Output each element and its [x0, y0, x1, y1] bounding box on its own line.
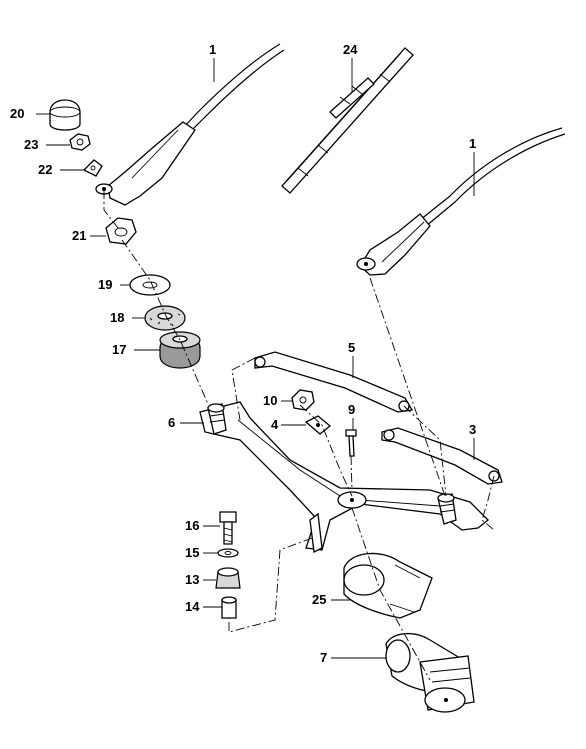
callout-1-left-arm: 1	[209, 42, 216, 57]
callout-16-bolt: 16	[185, 518, 199, 533]
bolt-16	[219, 511, 237, 545]
bushing-14	[221, 596, 237, 619]
callout-labels: 1 24 20 23 22 1 21 19 18 17 5 10 9 6 4 3…	[10, 42, 476, 665]
callout-5-rod: 5	[348, 340, 355, 355]
linkage-rod-3	[381, 427, 503, 485]
cap-20	[49, 99, 81, 131]
callout-25-cover: 25	[312, 592, 326, 607]
callout-23-nut: 23	[24, 137, 38, 152]
clip-4	[304, 415, 332, 435]
nut-10	[291, 389, 315, 411]
motor-cover-25	[343, 552, 433, 619]
callout-13-nut: 13	[185, 572, 199, 587]
wiper-motor-7	[385, 633, 475, 713]
washer-22	[82, 159, 103, 177]
callout-10-nut: 10	[263, 393, 277, 408]
screw-9	[345, 429, 357, 457]
callout-22-washer: 22	[38, 162, 52, 177]
callout-6-frame: 6	[168, 415, 175, 430]
callout-19-washer: 19	[98, 277, 112, 292]
nut-13	[215, 567, 241, 589]
callout-4-clip: 4	[271, 417, 279, 432]
nut-21	[105, 217, 137, 245]
callout-18-seal: 18	[110, 310, 124, 325]
callout-20-cap: 20	[10, 106, 24, 121]
callout-1-right-arm: 1	[469, 136, 476, 151]
grommet-17	[159, 331, 201, 369]
callout-21-nut: 21	[72, 228, 86, 243]
wiper-blade	[281, 47, 414, 194]
callout-14-bushing: 14	[185, 599, 200, 614]
callout-15-washer: 15	[185, 545, 199, 560]
callout-3-rod: 3	[469, 422, 476, 437]
callout-24-blade: 24	[343, 42, 358, 57]
washer-19	[129, 274, 171, 296]
assembly-center-lines	[103, 190, 495, 681]
wiper-frame	[199, 401, 489, 553]
callout-17-grommet: 17	[112, 342, 126, 357]
callout-7-motor: 7	[320, 650, 327, 665]
leader-lines	[36, 58, 475, 659]
wiper-arm-left	[95, 43, 285, 206]
washer-15	[217, 548, 239, 558]
wiper-arm-right	[356, 127, 566, 276]
seal-18	[144, 305, 186, 331]
nut-23	[69, 133, 91, 151]
linkage-rod-5	[254, 351, 414, 413]
callout-9-screw: 9	[348, 402, 355, 417]
